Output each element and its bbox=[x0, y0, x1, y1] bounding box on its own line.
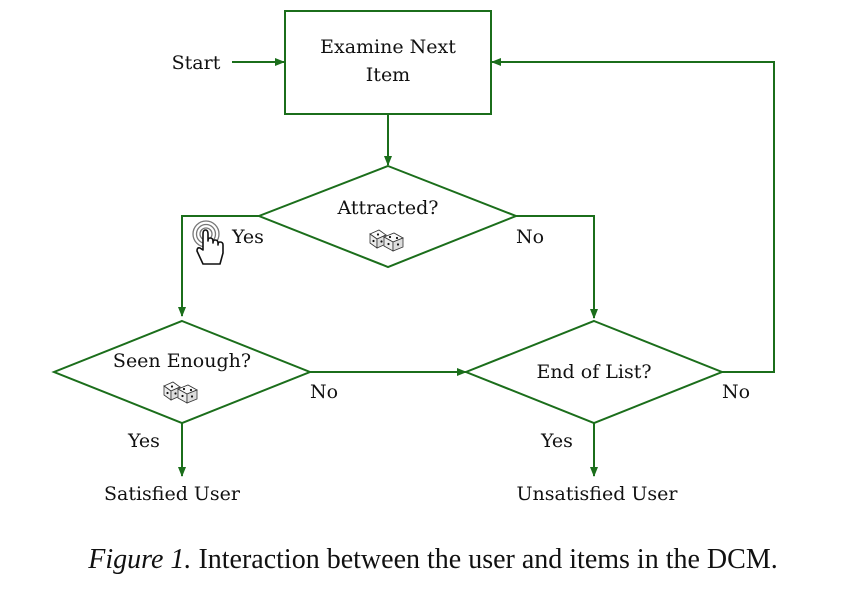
seen-enough-yes-label: Yes bbox=[127, 430, 160, 452]
seen-enough-decision bbox=[51, 319, 313, 425]
seen-enough-label: Seen Enough? bbox=[113, 350, 251, 372]
start-label: Start bbox=[172, 52, 221, 74]
figure-caption: Figure 1. Interaction between the user a… bbox=[0, 544, 866, 576]
examine-label-line1: Examine Next bbox=[320, 36, 456, 58]
attracted-no-arrow bbox=[516, 215, 598, 319]
end-of-list-yes-label: Yes bbox=[540, 430, 573, 452]
end-of-list-label: End of List? bbox=[536, 361, 651, 383]
examine-label-line2: Item bbox=[366, 64, 410, 86]
attracted-yes-label: Yes bbox=[231, 226, 264, 248]
attracted-no-label: No bbox=[516, 226, 544, 248]
attracted-decision bbox=[256, 164, 519, 269]
seen-enough-no-label: No bbox=[310, 381, 338, 403]
caption-text: Interaction between the user and items i… bbox=[198, 544, 778, 575]
attracted-label: Attracted? bbox=[337, 197, 439, 219]
tap-hand-icon bbox=[192, 220, 224, 265]
figure-number: Figure 1. bbox=[88, 544, 192, 575]
examine-next-item-box bbox=[284, 10, 492, 115]
attracted-yes-arrow bbox=[178, 215, 259, 317]
dice-icon bbox=[369, 229, 404, 252]
satisfied-user-label: Satisfied User bbox=[104, 483, 241, 505]
dice-icon bbox=[163, 381, 198, 404]
end-of-list-no-arrow bbox=[491, 58, 775, 373]
end-of-list-no-label: No bbox=[722, 381, 750, 403]
unsatisfied-user-label: Unsatisfied User bbox=[517, 483, 679, 505]
